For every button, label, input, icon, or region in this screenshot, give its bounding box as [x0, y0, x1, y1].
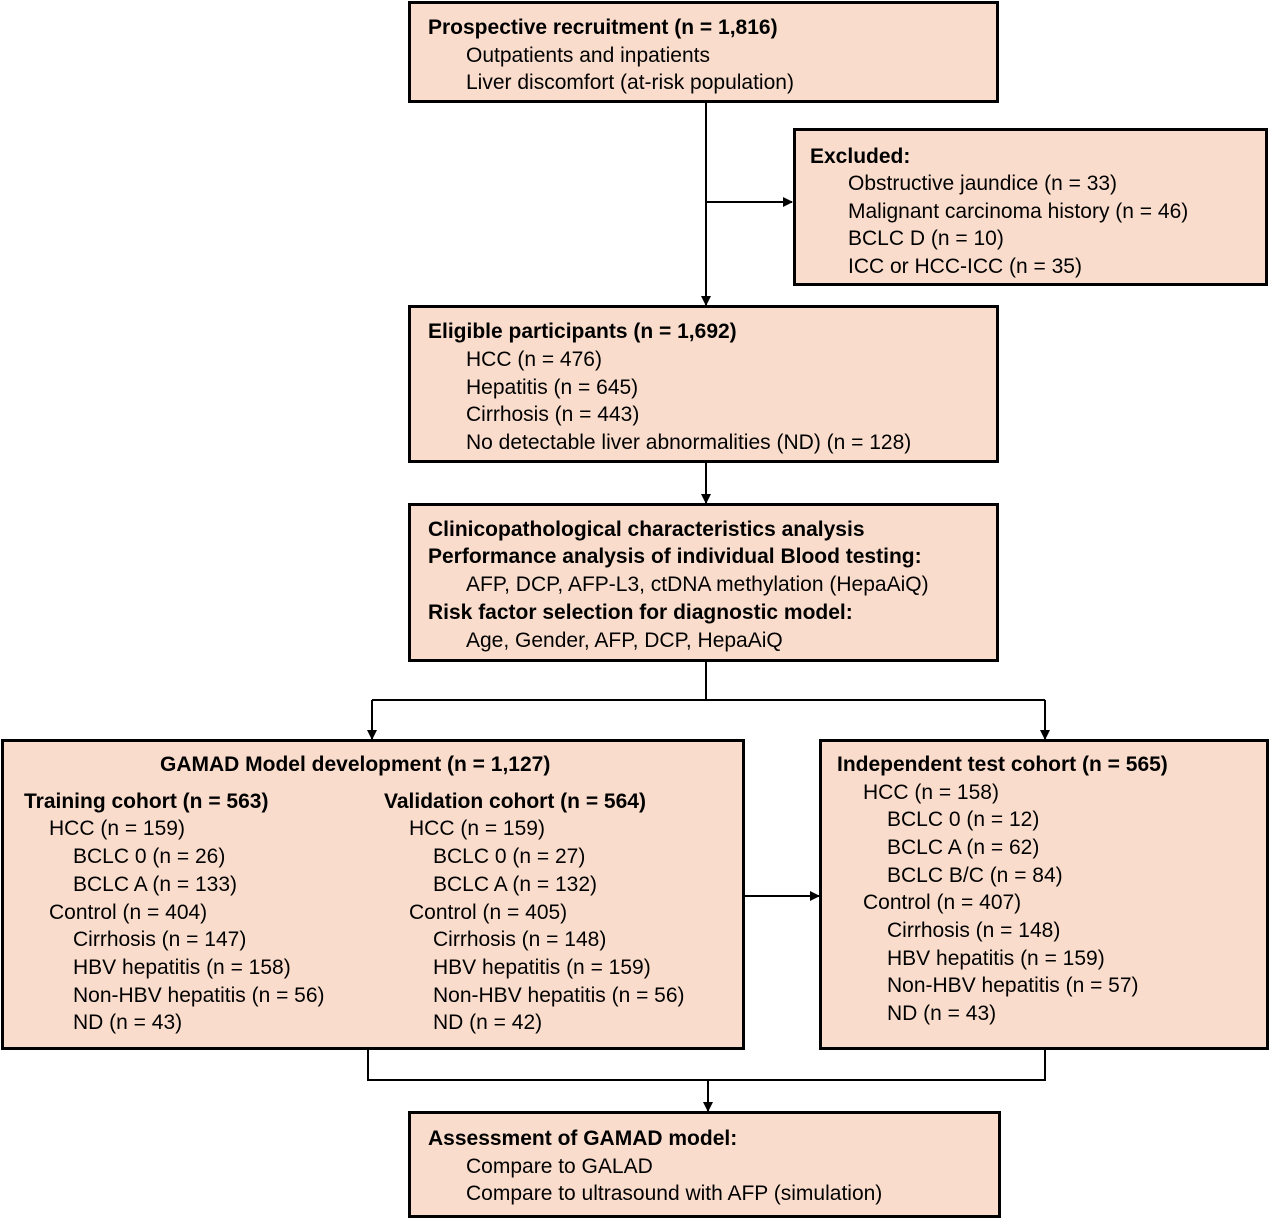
recruitment-title: Prospective recruitment (n = 1,816)	[428, 16, 778, 39]
test-cohort-box: Independent test cohort (n = 565) HCC (n…	[819, 739, 1269, 1050]
training-line: ND (n = 43)	[73, 1011, 183, 1034]
validation-line: BCLC 0 (n = 27)	[433, 845, 586, 868]
validation-line: BCLC A (n = 132)	[433, 873, 598, 896]
analysis-heading: Clinicopathological characteristics anal…	[428, 518, 865, 541]
test-line: HCC (n = 158)	[863, 781, 999, 804]
test-line: ND (n = 43)	[887, 1002, 997, 1025]
training-line: BCLC 0 (n = 26)	[73, 845, 226, 868]
training-title: Training cohort (n = 563)	[24, 790, 269, 813]
validation-line: HCC (n = 159)	[409, 817, 545, 840]
development-title: GAMAD Model development (n = 1,127)	[160, 753, 551, 776]
training-line: Control (n = 404)	[49, 901, 208, 924]
analysis-heading: Risk factor selection for diagnostic mod…	[428, 601, 853, 624]
recruitment-box: Prospective recruitment (n = 1,816) Outp…	[408, 1, 999, 103]
test-line: Control (n = 407)	[863, 891, 1022, 914]
test-line: Non-HBV hepatitis (n = 57)	[887, 974, 1139, 997]
assessment-box: Assessment of GAMAD model: Compare to GA…	[408, 1111, 1001, 1218]
eligible-title: Eligible participants (n = 1,692)	[428, 320, 737, 343]
excluded-title: Excluded:	[810, 145, 911, 168]
validation-line: ND (n = 42)	[433, 1011, 543, 1034]
training-line: Non-HBV hepatitis (n = 56)	[73, 984, 325, 1007]
analysis-line: AFP, DCP, AFP-L3, ctDNA methylation (Hep…	[466, 573, 929, 596]
excluded-line: Malignant carcinoma history (n = 46)	[848, 200, 1189, 223]
test-line: BCLC B/C (n = 84)	[887, 864, 1063, 887]
assessment-line: Compare to GALAD	[466, 1155, 653, 1178]
analysis-heading: Performance analysis of individual Blood…	[428, 545, 922, 568]
recruitment-line: Liver discomfort (at-risk population)	[466, 71, 794, 94]
excluded-line: Obstructive jaundice (n = 33)	[848, 172, 1118, 195]
training-line: BCLC A (n = 133)	[73, 873, 238, 896]
validation-line: Control (n = 405)	[409, 901, 568, 924]
training-line: HBV hepatitis (n = 158)	[73, 956, 291, 979]
eligible-line: Hepatitis (n = 645)	[466, 376, 639, 399]
recruitment-line: Outpatients and inpatients	[466, 44, 711, 67]
training-line: Cirrhosis (n = 147)	[73, 928, 247, 951]
excluded-line: BCLC D (n = 10)	[848, 227, 1004, 250]
test-line: BCLC A (n = 62)	[887, 836, 1040, 859]
eligible-line: No detectable liver abnormalities (ND) (…	[466, 431, 912, 454]
excluded-line: ICC or HCC-ICC (n = 35)	[848, 255, 1082, 278]
test-title: Independent test cohort (n = 565)	[837, 753, 1168, 776]
test-line: BCLC 0 (n = 12)	[887, 808, 1040, 831]
assessment-title: Assessment of GAMAD model:	[428, 1127, 738, 1150]
test-line: Cirrhosis (n = 148)	[887, 919, 1061, 942]
validation-line: Non-HBV hepatitis (n = 56)	[433, 984, 685, 1007]
validation-line: HBV hepatitis (n = 159)	[433, 956, 651, 979]
merge-lines	[367, 1049, 1046, 1081]
eligible-line: HCC (n = 476)	[466, 348, 602, 371]
development-box: GAMAD Model development (n = 1,127) Trai…	[1, 739, 745, 1050]
validation-title: Validation cohort (n = 564)	[384, 790, 646, 813]
test-line: HBV hepatitis (n = 159)	[887, 947, 1105, 970]
assessment-line: Compare to ultrasound with AFP (simulati…	[466, 1182, 883, 1205]
eligible-line: Cirrhosis (n = 443)	[466, 403, 640, 426]
analysis-line: Age, Gender, AFP, DCP, HepaAiQ	[466, 629, 783, 652]
training-line: HCC (n = 159)	[49, 817, 185, 840]
validation-line: Cirrhosis (n = 148)	[433, 928, 607, 951]
analysis-box: Clinicopathological characteristics anal…	[408, 503, 999, 662]
excluded-box: Excluded: Obstructive jaundice (n = 33) …	[793, 128, 1268, 286]
eligible-box: Eligible participants (n = 1,692) HCC (n…	[408, 305, 999, 463]
